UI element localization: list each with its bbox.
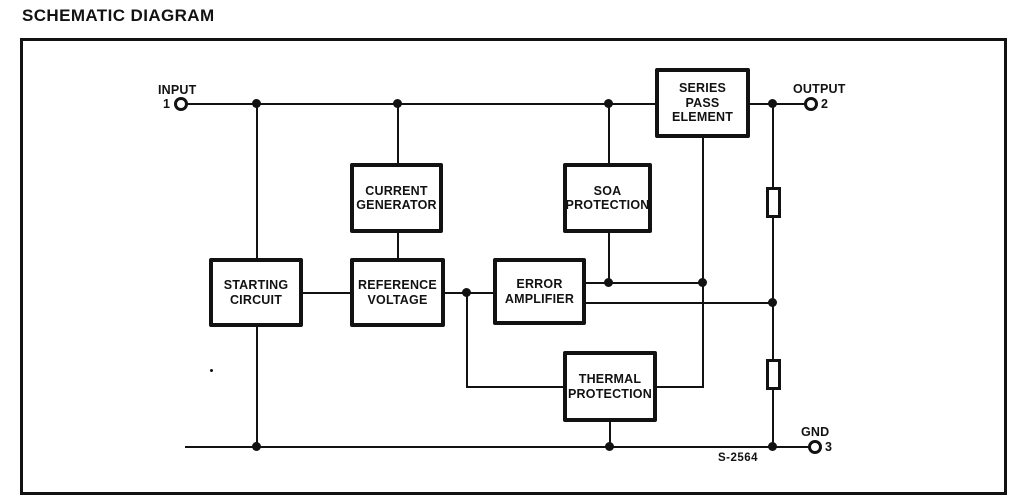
wire-sc-gnd: [256, 327, 258, 447]
wire-ea-lower: [586, 302, 774, 304]
wire-tp-gnd: [609, 422, 611, 447]
wire-tp-right: [657, 386, 704, 388]
wire-divider-1: [772, 103, 774, 188]
wire-cg-rv: [397, 233, 399, 258]
block-error-amplifier: ERROR AMPLIFIER: [493, 258, 586, 325]
gnd-terminal: [808, 440, 822, 454]
figure-code: S-2564: [718, 452, 759, 464]
wire-soa-top: [608, 103, 610, 163]
page-title: SCHEMATIC DIAGRAM: [22, 6, 215, 25]
block-thermal-protection: THERMAL PROTECTION: [563, 351, 657, 422]
input-pin-number: 1: [163, 97, 171, 111]
wire-cg-top: [397, 103, 399, 163]
block-series-pass-element: SERIES PASS ELEMENT: [655, 68, 750, 138]
wire-sc-top: [256, 103, 258, 258]
junction-dot: [698, 278, 707, 287]
resistor-upper: [766, 187, 781, 218]
block-starting-circuit: STARTING CIRCUIT: [209, 258, 303, 327]
input-terminal: [174, 97, 188, 111]
block-reference-voltage: REFERENCE VOLTAGE: [350, 258, 445, 327]
output-terminal: [804, 97, 818, 111]
resistor-lower: [766, 359, 781, 390]
gnd-pin-number: 3: [825, 440, 833, 454]
wire-spe-tp: [702, 138, 704, 388]
wire-divider-3: [772, 390, 774, 447]
input-label: INPUT: [158, 83, 197, 97]
wire-input-rail: [187, 103, 655, 105]
output-pin-number: 2: [821, 97, 829, 111]
wire-sc-rv: [303, 292, 350, 294]
gnd-label: GND: [801, 425, 830, 439]
junction-dot: [768, 99, 777, 108]
junction-dot: [768, 298, 777, 307]
block-soa-protection: SOA PROTECTION: [563, 163, 652, 233]
junction-dot: [604, 278, 613, 287]
junction-dot: [604, 99, 613, 108]
wire-tp-left: [467, 386, 563, 388]
junction-dot: [393, 99, 402, 108]
wire-divider-2: [772, 218, 774, 360]
junction-dot: [252, 99, 261, 108]
junction-dot: [252, 442, 261, 451]
wire-ea-upper: [586, 282, 704, 284]
junction-dot: [768, 442, 777, 451]
block-current-generator: CURRENT GENERATOR: [350, 163, 443, 233]
wire-ground-rail: [185, 446, 809, 448]
junction-dot: [605, 442, 614, 451]
output-label: OUTPUT: [793, 82, 846, 96]
wire-output: [750, 103, 806, 105]
wire-soa-ea: [608, 233, 610, 283]
junction-dot: [462, 288, 471, 297]
print-speck: [210, 369, 213, 372]
wire-tap-tp: [466, 292, 468, 388]
